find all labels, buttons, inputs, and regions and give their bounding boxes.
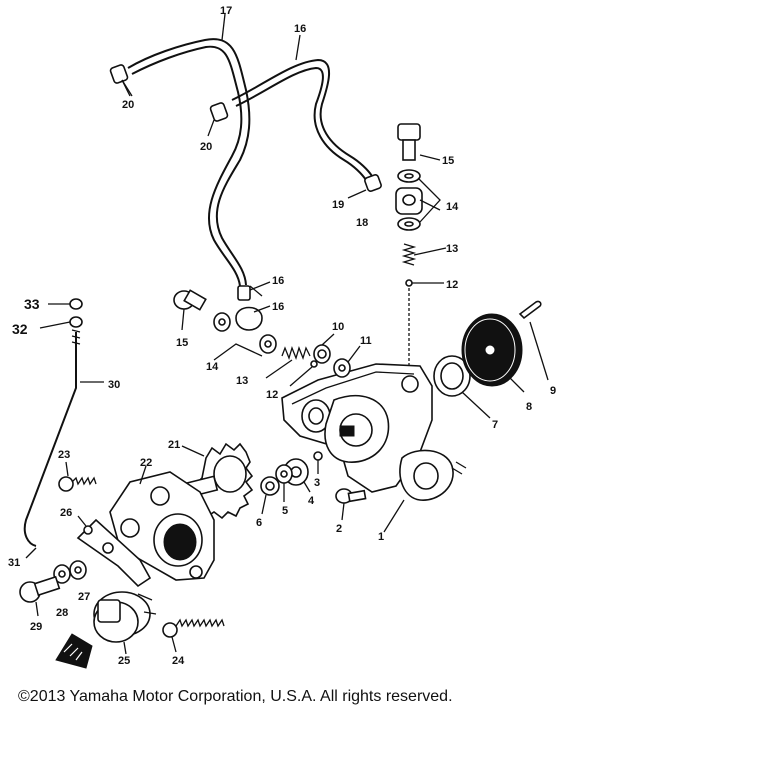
callout-32: 32: [12, 321, 28, 337]
washer-14-left-a: [213, 312, 231, 332]
callout-6: 6: [256, 517, 262, 529]
leader-31: [25, 547, 37, 559]
screw-2: [335, 488, 367, 521]
leader-14-left: [213, 343, 263, 361]
callout-2: 2: [336, 523, 342, 535]
callout-5: 5: [282, 505, 288, 517]
screw-23: [58, 461, 97, 492]
callout-15-left: 15: [176, 337, 188, 349]
callout-12-left: 12: [266, 389, 278, 401]
callout-20-top: 20: [122, 99, 134, 111]
callout-20-mid: 20: [200, 141, 212, 153]
callout-4: 4: [308, 495, 315, 507]
spring-13-right: [401, 243, 447, 266]
washer-14-upper: [397, 169, 421, 183]
banjo-fitting-18: [395, 187, 423, 215]
callout-33: 33: [24, 296, 40, 312]
callout-16-a: 16: [272, 275, 284, 287]
washer-28: [53, 564, 71, 584]
oil-hose-18: [231, 34, 373, 181]
washer-14-lower: [397, 217, 421, 231]
callout-14-right: 14: [446, 201, 459, 213]
nut-32: [39, 316, 83, 329]
pump-body-1: [281, 363, 467, 533]
copyright-notice: ©2013 Yamaha Motor Corporation, U.S.A. A…: [18, 688, 453, 705]
washer-5: [275, 464, 293, 502]
callout-14-left: 14: [206, 361, 219, 373]
callout-15-right: 15: [442, 155, 454, 167]
callout-26: 26: [60, 507, 72, 519]
callout-23: 23: [58, 449, 70, 461]
pulley-25: [93, 591, 157, 655]
callout-12-right: 12: [446, 279, 458, 291]
oil-seal-7: [433, 355, 491, 419]
banjo-bolt-15-left: [173, 289, 207, 331]
clip-9: [518, 300, 549, 381]
washer-11: [333, 345, 361, 378]
leader-16-left: [249, 285, 263, 297]
callout-1: 1: [378, 531, 384, 543]
spring-13-left: [265, 346, 311, 379]
callout-24: 24: [172, 655, 185, 667]
callout-13-right: 13: [446, 243, 458, 255]
callout-28: 28: [56, 607, 68, 619]
cap-10: [313, 333, 335, 364]
callout-21: 21: [168, 439, 180, 451]
callout-8: 8: [526, 401, 532, 413]
callout-19: 19: [332, 199, 344, 211]
callout-30: 30: [108, 379, 120, 391]
hose-cap-20-top: [109, 64, 131, 97]
banjo-bolt-16-right: [397, 123, 441, 161]
cover-plate-8: [461, 313, 525, 393]
leader-17: [221, 13, 226, 41]
callout-25: 25: [118, 655, 130, 667]
callout-11: 11: [360, 335, 372, 347]
bolt-29: [19, 575, 61, 617]
callout-16-b: 16: [272, 301, 284, 313]
callout-16-c: 16: [294, 23, 306, 35]
hose-clip-19: [347, 174, 382, 199]
callout-13-left: 13: [236, 375, 248, 387]
pin-3: [313, 451, 323, 474]
ball-12-right: [405, 279, 444, 370]
callout-9: 9: [550, 385, 556, 397]
callout-17: 17: [220, 5, 232, 17]
hose-cap-20-mid: [207, 102, 229, 137]
nut-33: [48, 298, 83, 310]
washer-14-left-b: [259, 334, 277, 354]
ball-12-left: [289, 360, 318, 387]
callout-7: 7: [492, 419, 498, 431]
callout-27: 27: [78, 591, 90, 603]
callout-31: 31: [8, 557, 20, 569]
tool-bit: [55, 633, 93, 669]
leader-18: [419, 199, 441, 211]
leader-20-top: [121, 79, 133, 97]
nut-6: [260, 476, 280, 515]
callout-3: 3: [314, 477, 320, 489]
leader-14-right: [417, 177, 441, 223]
washer-27: [69, 560, 87, 580]
callout-29: 29: [30, 621, 42, 633]
screw-24: [162, 618, 225, 653]
bracket-26: [76, 515, 152, 588]
callout-10: 10: [332, 321, 344, 333]
pump-housing-22: [109, 465, 215, 581]
oil-hose-17: [127, 38, 251, 287]
callout-18: 18: [356, 217, 368, 229]
callout-22: 22: [140, 457, 152, 469]
control-rod-30: [23, 329, 104, 547]
